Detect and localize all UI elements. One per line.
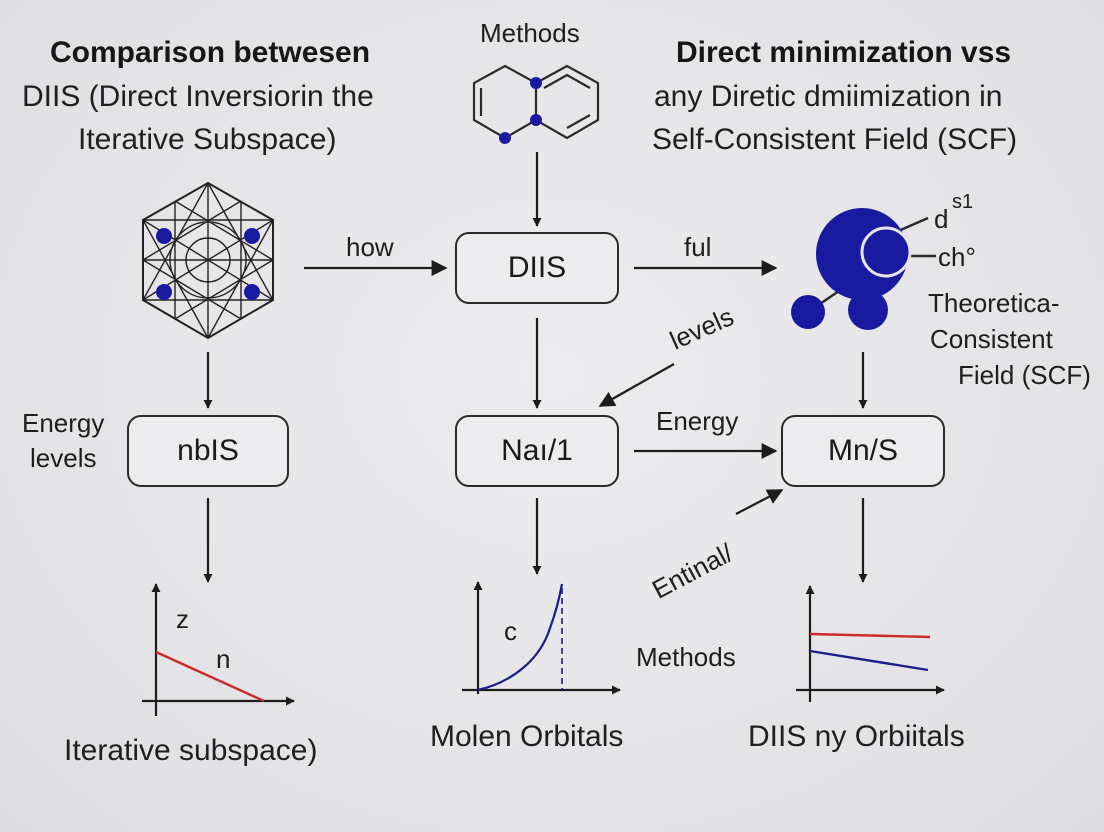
nbis-box: nbIS <box>127 415 289 487</box>
center-plot-label-c: c <box>504 616 517 646</box>
mns-box-label: Mn/S <box>827 434 899 467</box>
diis-box: DIIS <box>455 232 619 304</box>
edge-label-how: how <box>346 232 394 262</box>
theoretical-label-line2: Consistent <box>930 324 1053 354</box>
theoretical-label-line3: Field (SCF) <box>958 360 1091 390</box>
diis-box-label: DIIS <box>507 251 567 284</box>
left-title-line1: Comparison betwesen <box>50 36 371 69</box>
polyhedron-icon <box>141 181 275 340</box>
energy-levels-label-line1: Energy <box>22 408 105 438</box>
methods-molecule-icon <box>472 64 600 144</box>
right-title-line1: Direct minimization vss <box>676 36 1012 69</box>
molecule-label-d: d <box>934 204 949 234</box>
energy-levels-label-line2: levels <box>30 443 97 473</box>
right-plot-blue-line <box>809 649 929 672</box>
left-plot-label-z: z <box>176 604 189 634</box>
methods-label: Methods <box>636 642 736 672</box>
center-plot-curve <box>477 583 564 692</box>
mns-box: Mn/S <box>781 415 945 487</box>
center-plot-caption: Molen Orbitals <box>430 720 624 753</box>
left-title-line2: DIIS (Direct Inversiorin the <box>22 80 374 113</box>
center-plot <box>462 581 621 695</box>
edge-label-ful: ful <box>684 232 712 262</box>
right-plot-red-line <box>809 632 931 639</box>
edge-label-energy: Energy <box>656 406 739 436</box>
na1-box-label: Naı/1 <box>501 434 573 467</box>
flow-arrows <box>203 152 868 583</box>
molecule-label-ch: ch° <box>938 242 976 272</box>
theoretical-label-line1: Theoretica- <box>928 288 1060 318</box>
left-plot-caption: Iterative subspace) <box>64 734 318 767</box>
right-title-line2: any Diretic dmiimization in <box>654 80 1003 113</box>
left-plot <box>142 583 295 716</box>
left-plot-label-n: n <box>216 644 231 674</box>
left-title-line3: Iterative Subspace) <box>78 123 337 156</box>
right-plot <box>796 585 945 702</box>
na1-box: Naı/1 <box>455 415 619 487</box>
arrow-levels-to-na1 <box>598 363 675 407</box>
arrow-entinal-to-mns <box>735 489 784 515</box>
left-plot-red-line <box>155 650 265 703</box>
molecule-label-d-superscript: s1 <box>952 191 974 213</box>
scf-molecule-icon <box>791 208 936 330</box>
nbis-box-label: nbIS <box>177 434 239 467</box>
right-plot-caption: DIIS ny Orbiitals <box>748 720 965 753</box>
right-title-line3: Self-Consistent Field (SCF) <box>652 123 1018 156</box>
center-title: Methods <box>480 18 580 48</box>
